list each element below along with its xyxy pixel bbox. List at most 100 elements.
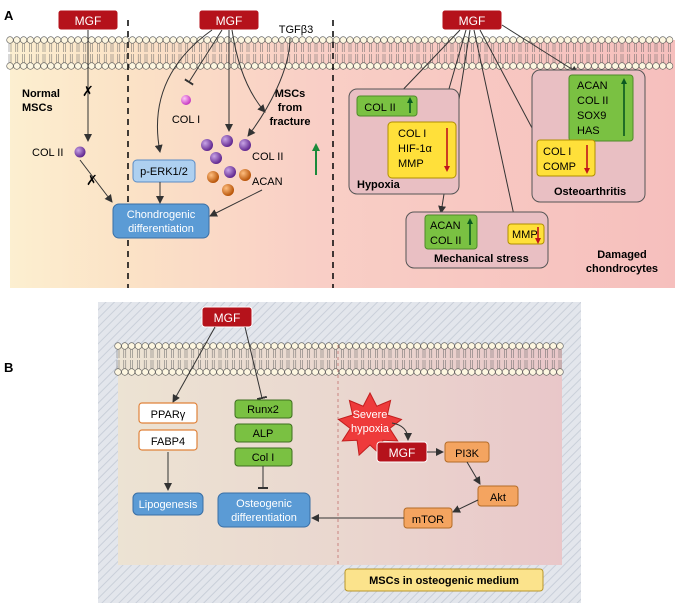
svg-text:Mechanical stress: Mechanical stress	[434, 253, 529, 265]
svg-text:COL II: COL II	[577, 95, 608, 107]
panel-b: B MGF PPARγ FABP4 Lipogenesis Runx2 ALP	[4, 302, 581, 603]
col2-molecule-left	[74, 146, 86, 158]
fracture-label-2: from	[278, 102, 303, 114]
svg-text:MGF: MGF	[214, 311, 241, 325]
lipogenesis-box: Lipogenesis	[132, 492, 204, 516]
alp-box: ALP	[234, 423, 293, 443]
col2-label-mid: COL II	[252, 151, 283, 163]
svg-text:COL I: COL I	[398, 128, 426, 140]
svg-text:p-ERK1/2: p-ERK1/2	[140, 166, 188, 178]
arrow-tgf	[247, 37, 291, 137]
svg-text:ACAN: ACAN	[430, 220, 461, 232]
svg-text:PPARγ: PPARγ	[151, 409, 186, 421]
svg-text:COL II: COL II	[364, 102, 395, 114]
mgf-box-right: MGF	[441, 9, 503, 31]
block-x-2: ✗	[86, 172, 98, 188]
osteoarthritis-panel: ACAN COL II SOX9 HAS COL I COMP Osteoart…	[531, 69, 646, 203]
perk-box: p-ERK1/2	[132, 159, 196, 183]
panel-b-background	[118, 345, 562, 565]
normal-mscs-label-line2: MSCs	[22, 102, 53, 114]
svg-text:differentiation: differentiation	[231, 512, 297, 524]
svg-text:ACAN: ACAN	[577, 80, 608, 92]
svg-text:MSCs in osteogenic medium: MSCs in osteogenic medium	[369, 575, 519, 587]
mgf-box-middle: MGF	[198, 9, 260, 31]
inhibit-mgf-runx2	[244, 326, 268, 401]
hypoxia-panel: COL II COL I HIF-1α MMP Hypoxia	[348, 88, 460, 195]
damaged-chondrocytes-label-2: chondrocytes	[586, 263, 658, 275]
svg-text:COMP: COMP	[543, 161, 576, 173]
svg-text:HAS: HAS	[577, 125, 600, 137]
arrow-mgf-to-perk	[154, 29, 213, 153]
arrow-acan-chondro	[209, 189, 263, 217]
col1-box: Col I	[234, 447, 293, 467]
acan-molecule-cluster	[207, 169, 251, 196]
svg-text:HIF-1α: HIF-1α	[398, 143, 433, 155]
mtor-box: mTOR	[403, 507, 453, 529]
mgf-box-b2: MGF	[376, 441, 428, 463]
svg-text:Akt: Akt	[490, 492, 506, 504]
cell-membrane-b	[114, 342, 564, 376]
up-arrow-green-head	[312, 143, 320, 151]
svg-text:hypoxia: hypoxia	[351, 423, 390, 435]
chondrogenic-differentiation-box: Chondrogenic differentiation	[112, 203, 210, 239]
mgf-box-b: MGF	[201, 306, 253, 328]
arrow-col2-to-chondro	[79, 159, 113, 203]
block-x-1: ✗	[82, 83, 94, 99]
svg-text:differentiation: differentiation	[128, 223, 194, 235]
fabp4-box: FABP4	[138, 429, 198, 451]
svg-text:MMP: MMP	[398, 158, 424, 170]
svg-text:Severe: Severe	[353, 409, 388, 421]
damaged-chondrocytes-label-1: Damaged	[597, 249, 647, 261]
arrow-hypoxia-mgf	[391, 422, 412, 441]
inhibit-mgf-mech-mmp	[473, 29, 521, 223]
svg-text:Osteogenic: Osteogenic	[236, 498, 292, 510]
mgf-box-left: MGF	[57, 9, 119, 31]
col1-label: COL I	[172, 114, 200, 126]
svg-text:MGF: MGF	[216, 14, 243, 28]
arrow-mgf-fracture	[231, 29, 266, 113]
arrow-mgf-pparg	[172, 326, 216, 403]
tgf-beta3-label: TGFβ3	[279, 24, 313, 36]
inhibit-mgf-col1	[184, 29, 223, 86]
svg-text:MMP: MMP	[512, 229, 538, 241]
svg-text:COL II: COL II	[430, 235, 461, 247]
osteogenic-medium-label: MSCs in osteogenic medium	[344, 568, 544, 592]
svg-text:Runx2: Runx2	[247, 404, 279, 416]
svg-text:COL I: COL I	[543, 146, 571, 158]
severe-hypoxia-star: Severe hypoxia	[337, 391, 403, 457]
svg-text:PI3K: PI3K	[455, 448, 480, 460]
svg-text:MGF: MGF	[75, 14, 102, 28]
fracture-label-1: MSCs	[275, 88, 306, 100]
col2-molecule-cluster	[201, 135, 251, 178]
pparg-box: PPARγ	[138, 402, 198, 424]
svg-text:mTOR: mTOR	[412, 514, 444, 526]
inhibit-mgf-oa-col1	[479, 29, 545, 147]
panel-a-letter: A	[4, 8, 14, 23]
mechanical-stress-panel: ACAN COL II MMP Mechanical stress	[405, 211, 549, 269]
arrow-mgf-hypoxia	[394, 29, 461, 99]
panel-b-letter: B	[4, 360, 13, 375]
arrow-mgf-oa-acan	[501, 24, 579, 74]
svg-text:ALP: ALP	[253, 428, 274, 440]
svg-text:Chondrogenic: Chondrogenic	[127, 209, 196, 221]
svg-text:MGF: MGF	[389, 446, 416, 460]
svg-text:Lipogenesis: Lipogenesis	[139, 499, 198, 511]
osteogenic-differentiation-box: Osteogenic differentiation	[217, 492, 311, 528]
fracture-label-3: fracture	[270, 116, 311, 128]
col2-label-left: COL II	[32, 147, 63, 159]
acan-label-mid: ACAN	[252, 176, 283, 188]
normal-mscs-label-line1: Normal	[22, 88, 60, 100]
svg-text:Osteoarthritis: Osteoarthritis	[554, 186, 626, 198]
runx2-box: Runx2	[234, 399, 293, 419]
svg-text:Col I: Col I	[252, 452, 275, 464]
arrow-akt-mtor	[452, 499, 479, 513]
svg-text:SOX9: SOX9	[577, 110, 606, 122]
arrow-pi3k-akt	[466, 461, 481, 485]
akt-box: Akt	[477, 485, 519, 507]
svg-text:FABP4: FABP4	[151, 436, 185, 448]
panel-a: A MGF MGF MGF TGFβ3 Normal MSCs ✗ COL II…	[4, 8, 675, 288]
col1-molecule	[181, 95, 191, 105]
svg-text:MGF: MGF	[459, 14, 486, 28]
svg-text:Hypoxia: Hypoxia	[357, 179, 401, 191]
